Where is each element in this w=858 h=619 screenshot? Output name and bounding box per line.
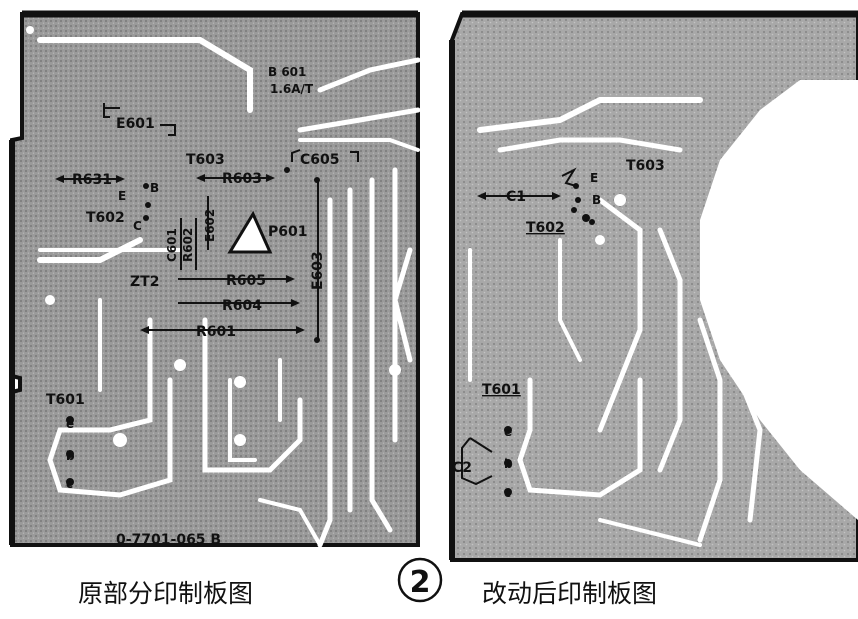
c605-bracket [291, 149, 301, 162]
c2-bracket [461, 437, 493, 486]
figure-number: ② 2 [397, 557, 443, 603]
right-t601-pin-e: e [504, 425, 512, 439]
right-c1-label: C1 [506, 189, 526, 205]
e-pin-label: E [118, 189, 126, 203]
left-components [60, 103, 359, 340]
r631-label: R631 [72, 172, 112, 188]
t601-pin-e: e [66, 417, 74, 431]
r604-label: R604 [222, 298, 262, 314]
right-board-cutout [700, 80, 858, 520]
right-c2-label: C2 [452, 460, 472, 476]
c605-label: C605 [300, 152, 340, 168]
right-components [461, 167, 577, 486]
p601-label: P601 [268, 224, 307, 240]
left-board: B 601 1.6A/T E601 R631 T603 R603 C605 E … [9, 10, 421, 548]
t602-label: T602 [86, 210, 125, 226]
r601-label: R601 [196, 324, 236, 340]
r602-label: R602 [181, 228, 195, 262]
e603-label: E603 [310, 251, 326, 290]
right-e-pin-label: E [590, 171, 598, 185]
zt2-label: ZT2 [130, 274, 159, 290]
right-t603-label: T603 [626, 158, 665, 174]
right-b-pin-label: B [592, 193, 601, 207]
t601-pin-b: b [66, 449, 75, 463]
b601-label: B 601 [268, 65, 306, 79]
right-t601-label: T601 [482, 382, 521, 398]
right-board: T603 E B C1 T602 T601 C2 e b c [449, 10, 858, 562]
t603-label: T603 [186, 152, 225, 168]
right-t602-label: T602 [526, 220, 565, 236]
caption-original-board: 原部分印制板图 [78, 579, 253, 608]
b-pin-label: B [150, 181, 159, 195]
figure-number-digit: 2 [410, 565, 431, 600]
left-traces [37, 37, 421, 548]
right-t601-pin-c: c [504, 486, 511, 500]
e601-label: E601 [116, 116, 155, 132]
e601-bracket [103, 103, 120, 118]
right-t601-pin-b: b [504, 457, 513, 471]
right-traces [468, 97, 763, 547]
caption-modified-board: 改动后印制板图 [482, 579, 657, 608]
t601-pin-c: c [66, 477, 73, 491]
t601-label: T601 [46, 392, 85, 408]
part-number-label: 0-7701-065 B [116, 532, 221, 548]
b601-rating-label: 1.6A/T [270, 82, 314, 96]
r605-label: R605 [226, 273, 266, 289]
c-pin-label: C [133, 219, 142, 233]
c1-wire [561, 167, 577, 187]
p601-triangle [227, 210, 273, 254]
e602-label: E602 [203, 209, 217, 242]
c601-label: C601 [165, 228, 179, 262]
left-pad-holes [26, 26, 401, 447]
r603-label: R603 [222, 171, 262, 187]
